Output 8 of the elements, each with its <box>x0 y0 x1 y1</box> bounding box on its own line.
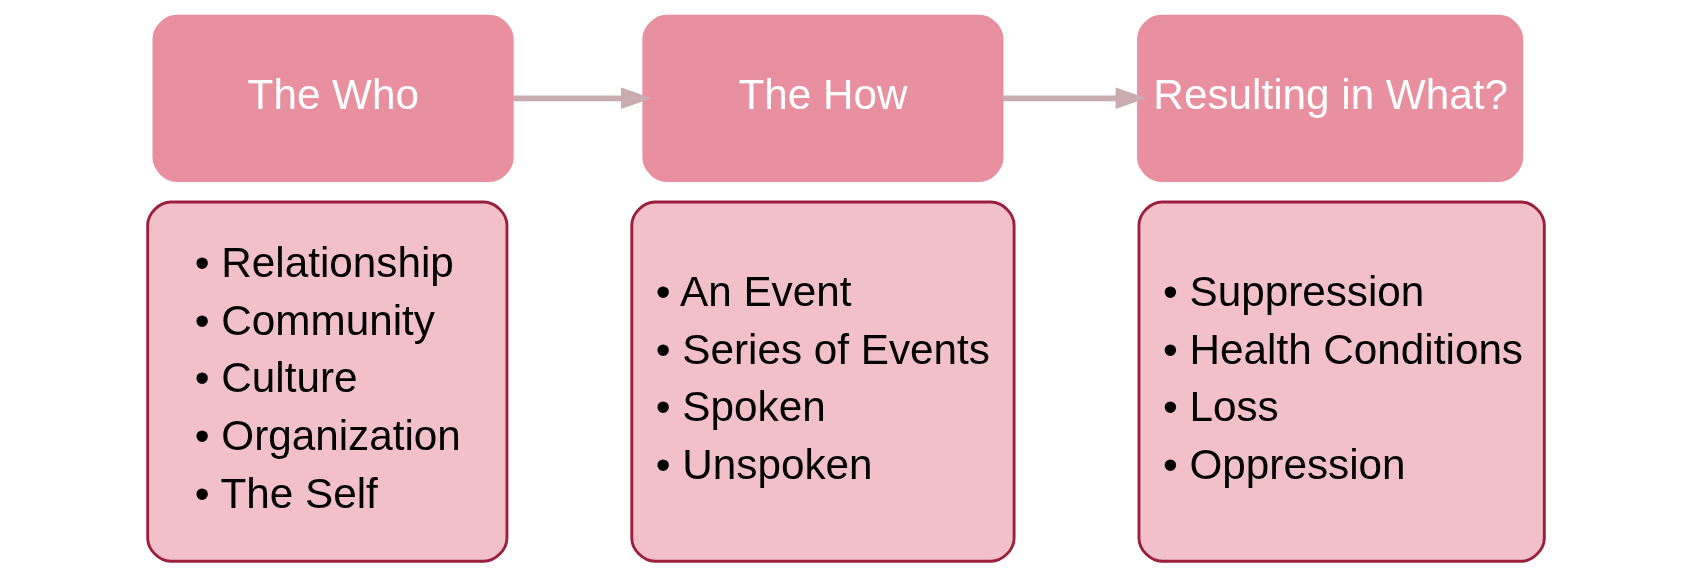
node-box: The Who <box>152 14 514 182</box>
node-box: The How <box>641 14 1004 182</box>
node-box: • Relationship • Community • Culture • Organization • The Self <box>145 200 508 563</box>
node-box: • An Event • Series of Events • Spoken • Unspoken <box>629 200 1016 563</box>
node-box: Resulting in What? <box>1136 14 1523 182</box>
arrow <box>1002 87 1146 110</box>
node-box: • Suppression • Health Conditions • Loss • Oppression <box>1137 200 1546 563</box>
arrow <box>512 87 652 110</box>
